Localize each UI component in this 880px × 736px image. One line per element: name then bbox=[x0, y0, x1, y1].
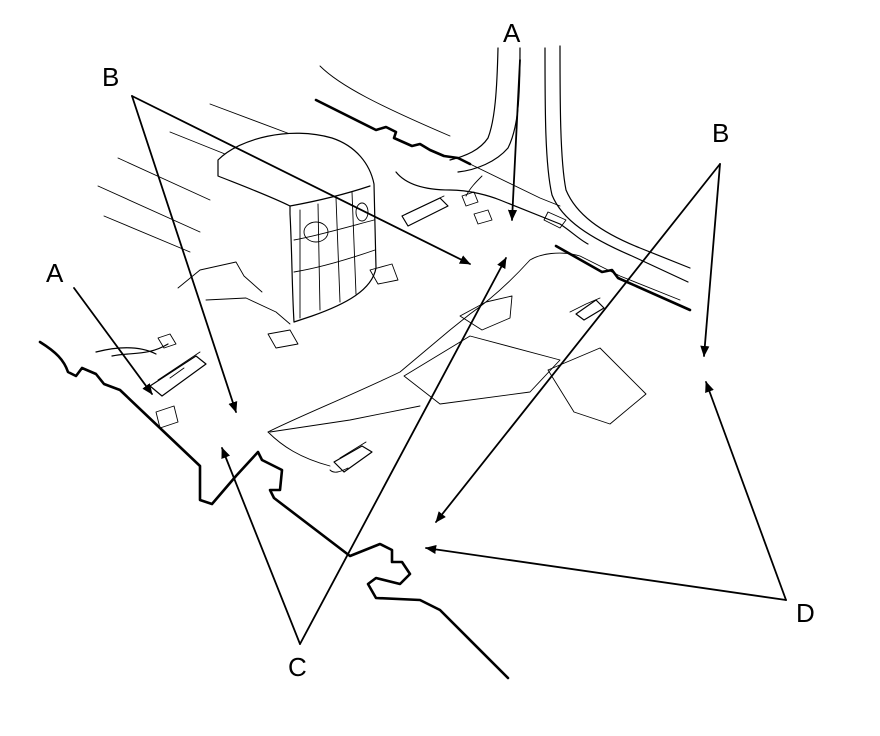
leader-b-right-2 bbox=[700, 163, 721, 357]
seat-cushion bbox=[177, 132, 399, 349]
body-structure bbox=[97, 45, 691, 283]
callout-a-top: A bbox=[503, 18, 521, 48]
callout-labels: A B B A C D bbox=[46, 18, 815, 682]
callout-b-left: B bbox=[102, 62, 119, 92]
callout-c-bottom: C bbox=[288, 652, 307, 682]
anchor-brackets bbox=[95, 171, 605, 473]
callout-d-bottom: D bbox=[796, 598, 815, 628]
sill-edges bbox=[38, 244, 692, 680]
leader-d-2 bbox=[705, 381, 787, 601]
leader-b-left-1 bbox=[131, 95, 471, 265]
leader-b-right-1 bbox=[435, 163, 721, 523]
callout-a-left: A bbox=[46, 258, 64, 288]
callout-leaders bbox=[73, 59, 787, 645]
callout-b-right: B bbox=[712, 118, 729, 148]
leader-b-left-2 bbox=[131, 95, 238, 413]
leader-c-1 bbox=[221, 447, 301, 645]
leader-d-1 bbox=[425, 544, 787, 601]
floor-carpet bbox=[267, 252, 681, 467]
leader-a-top bbox=[507, 59, 521, 221]
leader-a-left bbox=[73, 287, 153, 395]
leader-c-2 bbox=[299, 257, 507, 645]
